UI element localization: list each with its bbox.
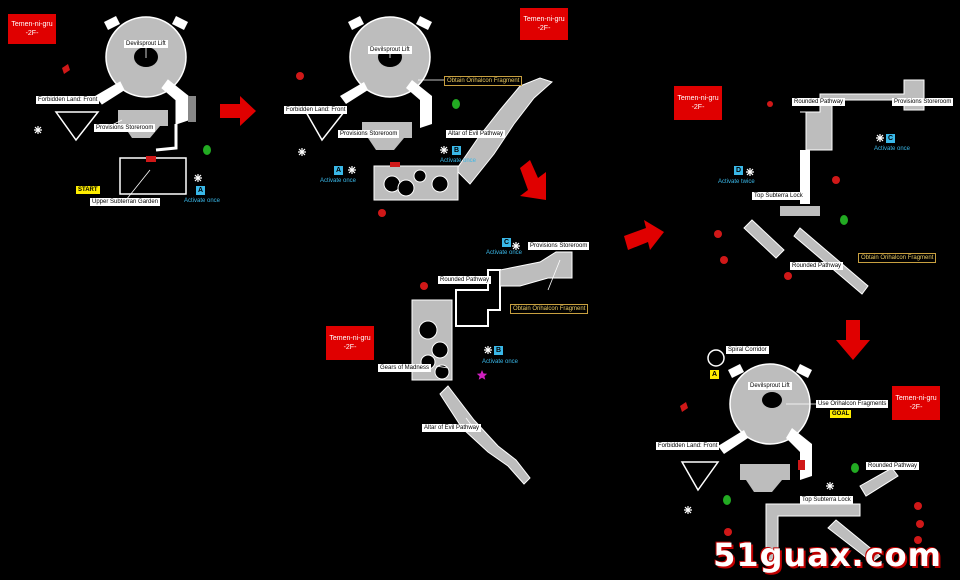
label-spiral-corridor: Spiral Corridor xyxy=(726,346,769,354)
map-2 xyxy=(296,16,553,217)
activation-badge-c: C xyxy=(502,238,511,247)
label-devilsprout-lift: Devilsprout Lift xyxy=(124,40,168,48)
watermark: 51guax.com xyxy=(713,536,942,574)
label-forbidden-land-front: Forbidden Land: Front xyxy=(284,106,348,114)
floor-tag-floor: -2F- xyxy=(909,404,923,411)
map-1 xyxy=(33,16,211,195)
arrow-right-2 xyxy=(624,220,664,250)
floor-tag-1: Temen-ni-gru -2F- xyxy=(8,14,56,44)
arrow-down xyxy=(836,320,870,360)
floor-tag-name: Temen-ni-gru xyxy=(895,395,937,402)
activation-badge-b: B xyxy=(452,146,461,155)
activation-badge-a: A xyxy=(196,186,205,195)
label-rounded-pathway: Rounded Pathway xyxy=(866,462,920,470)
flow-arrows xyxy=(220,96,870,360)
activation-badge-c: C xyxy=(886,134,895,143)
label-provisions-storeroom: Provisions Storeroom xyxy=(338,130,400,138)
label-activate-twice: Activate twice xyxy=(718,179,755,185)
floor-tag-floor: -2F- xyxy=(343,344,357,351)
label-start: START xyxy=(76,186,100,194)
label-rounded-pathway-top: Rounded Pathway xyxy=(792,98,846,106)
floor-tag-floor: -2F- xyxy=(537,25,551,32)
label-use-fragments: Use Orihalcon Fragments xyxy=(816,400,889,408)
label-devilsprout-lift: Devilsprout Lift xyxy=(748,382,792,390)
label-forbidden-land-front: Forbidden Land: Front xyxy=(656,442,720,450)
label-activate-once-a: Activate once xyxy=(320,178,357,184)
floor-tag-floor: -2F- xyxy=(25,30,39,37)
label-provisions-storeroom: Provisions Storeroom xyxy=(94,124,156,132)
label-gears-of-madness: Gears of Madness xyxy=(378,364,432,372)
floor-tag-name: Temen-ni-gru xyxy=(11,21,53,28)
label-obtain-fragment: Obtain Orihalcon Fragment xyxy=(858,253,937,263)
floor-tag-4: Temen-ni-gru -2F- xyxy=(674,86,722,120)
map-3 xyxy=(411,241,573,485)
floor-tag-5: Temen-ni-gru -2F- xyxy=(892,386,940,420)
label-forbidden-land-front: Forbidden Land: Front xyxy=(36,96,100,104)
label-activate-once-c: Activate once xyxy=(874,146,911,152)
label-devilsprout-lift: Devilsprout Lift xyxy=(368,46,412,54)
label-obtain-fragment: Obtain Orihalcon Fragment xyxy=(510,304,589,314)
label-altar-evil-pathway: Altar of Evil Pathway xyxy=(422,424,482,432)
floor-tag-name: Temen-ni-gru xyxy=(523,16,565,23)
label-obtain-fragment: Obtain Orihalcon Fragment xyxy=(444,76,523,86)
activation-badge-d: D xyxy=(734,166,743,175)
map-5 xyxy=(680,349,924,563)
label-provisions-storeroom: Provisions Storeroom xyxy=(528,242,590,250)
arrow-right-1 xyxy=(220,96,256,126)
label-provisions-storeroom: Provisions Storeroom xyxy=(892,98,954,106)
label-activate-once-b: Activate once xyxy=(482,359,519,365)
label-goal: GOAL xyxy=(830,410,852,418)
arrow-down-right xyxy=(520,160,546,200)
label-activate-once-b: Activate once xyxy=(440,158,477,164)
label-rounded-pathway-low: Rounded Pathway xyxy=(790,262,844,270)
floor-tag-name: Temen-ni-gru xyxy=(677,95,719,102)
label-top-subterra-lock: Top Subterra Lock xyxy=(800,496,853,504)
map-4 xyxy=(714,79,925,295)
label-upper-subterran-garden: Upper Subterran Garden xyxy=(90,198,161,206)
label-rounded-pathway: Rounded Pathway xyxy=(438,276,492,284)
floor-tag-3: Temen-ni-gru -2F- xyxy=(326,326,374,360)
label-altar-evil-pathway: Altar of Evil Pathway xyxy=(446,130,506,138)
floor-tag-name: Temen-ni-gru xyxy=(329,335,371,342)
label-top-subterra-lock: Top Subterra Lock xyxy=(752,192,805,200)
activation-badge-a: A xyxy=(334,166,343,175)
label-activate-once: Activate once xyxy=(184,198,221,204)
activation-badge-a: A xyxy=(710,370,719,379)
activation-badge-b: B xyxy=(494,346,503,355)
label-activate-once-c: Activate once xyxy=(486,250,523,256)
floor-tag-floor: -2F- xyxy=(691,104,705,111)
floor-tag-2: Temen-ni-gru -2F- xyxy=(520,8,568,40)
